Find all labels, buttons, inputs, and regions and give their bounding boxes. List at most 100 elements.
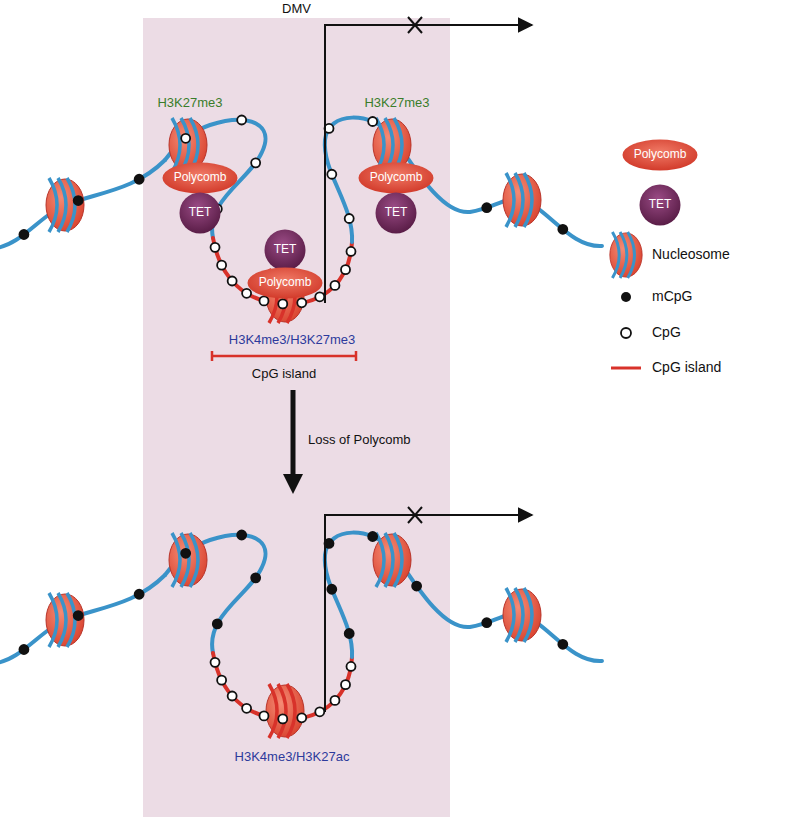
polycomb-ellipse [359, 163, 434, 194]
dna-wrap [181, 533, 189, 587]
histone-mark: H3K4me3/H3K27ac [235, 750, 350, 764]
dna-wrap [58, 178, 66, 232]
dna-wrap [49, 178, 57, 232]
unmethylated-cpg [278, 714, 287, 723]
nucleosome-core [266, 685, 304, 737]
transcription-arrow [325, 25, 532, 303]
methylated-cpg [135, 590, 144, 599]
methylated-cpg [19, 230, 28, 239]
methylated-cpg [135, 175, 144, 184]
histone-mark: H3K27me3 [364, 96, 429, 110]
transition-label: Loss of Polycomb [308, 433, 411, 447]
nucleosome [46, 178, 84, 232]
cpg-island-bracket [212, 351, 356, 361]
dna-wrap [181, 118, 189, 172]
methylated-cpg [345, 629, 354, 638]
unmethylated-cpg [242, 289, 251, 298]
panel-after [0, 531, 602, 738]
methylated-cpg [482, 203, 491, 212]
nucleosome [373, 118, 411, 172]
dna-wrap [515, 588, 523, 642]
methylated-cpg [412, 167, 421, 176]
unmethylated-cpg [181, 134, 190, 143]
dna-strand [0, 575, 165, 663]
unmethylated-cpg [259, 711, 268, 720]
unmethylated-cpg [217, 676, 226, 685]
legend-text: CpG island [652, 360, 721, 375]
legend-line [611, 367, 641, 370]
dna-wrap [394, 118, 402, 172]
blocked-mark [408, 507, 422, 523]
methylated-cpg [482, 618, 491, 627]
unmethylated-cpg [211, 658, 220, 667]
dna-wrap [515, 173, 523, 227]
unmethylated-cpg [327, 170, 336, 179]
dna-wrap [287, 684, 295, 738]
nucleosome [610, 232, 642, 278]
methylated-cpg [558, 225, 567, 234]
tet-circle [640, 185, 681, 226]
unmethylated-cpg [228, 691, 237, 700]
unmethylated-cpg [341, 265, 350, 274]
unmethylated-cpg [228, 276, 237, 285]
polycomb-complex: Polycomb [247, 267, 323, 299]
unmethylated-cpg [213, 204, 222, 213]
dna-wrap [278, 684, 286, 738]
blocked-mark [408, 17, 422, 33]
unmethylated-cpg [217, 261, 226, 270]
nucleosome [266, 269, 304, 323]
tet-circle [180, 193, 221, 234]
polycomb-ellipse [248, 268, 323, 299]
dna-wrap [628, 232, 635, 278]
complex-name: Polycomb [174, 171, 227, 184]
unmethylated-cpg [242, 704, 251, 713]
dna-wrap [269, 684, 277, 738]
nucleosome-core [46, 179, 84, 231]
cpg-island-strand [213, 238, 352, 304]
dna-wrap [506, 173, 514, 227]
dna-wrap [269, 269, 277, 323]
methylated-cpg [327, 585, 336, 594]
complex-name: Polycomb [634, 148, 687, 161]
histone-mark: H3K4me3/H3K27me3 [229, 333, 355, 347]
methylated-cpg [213, 619, 222, 628]
dna-wrap [376, 118, 384, 172]
unmethylated-cpg [259, 296, 268, 305]
unmethylated-cpg [237, 116, 246, 125]
legend-dot [621, 292, 631, 302]
nucleosome [169, 533, 207, 587]
methylated-cpg [412, 582, 421, 591]
unmethylated-cpg [315, 707, 324, 716]
tet-enzyme: TET [264, 229, 306, 271]
legend-dot [621, 328, 631, 338]
unmethylated-cpg [346, 662, 355, 671]
methylated-cpg [74, 611, 83, 620]
dna-strand [392, 550, 602, 661]
region-label: CpG island [252, 367, 316, 381]
tet-circle [265, 230, 306, 271]
methylated-cpg [558, 640, 567, 649]
unmethylated-cpg [330, 281, 339, 290]
polycomb-ellipse [623, 140, 698, 171]
transcription-arrow [325, 515, 532, 712]
dna-wrap [385, 533, 393, 587]
legend-text: mCpG [652, 289, 692, 304]
dna-wrap [394, 533, 402, 587]
nucleosome [503, 173, 541, 227]
histone-mark: H3K27me3 [157, 96, 222, 110]
dna-wrap [190, 118, 198, 172]
nucleosome [503, 588, 541, 642]
dna-wrap [287, 269, 295, 323]
dna-wrap [172, 118, 180, 172]
dna-wrap [190, 533, 198, 587]
tet-enzyme: TET [375, 192, 417, 234]
legend-text: CpG [652, 325, 681, 340]
unmethylated-cpg [345, 214, 354, 223]
dna-wrap [612, 232, 619, 278]
dna-strand [0, 160, 165, 248]
tet-circle [376, 193, 417, 234]
tet-enzyme: TET [639, 184, 681, 226]
unmethylated-cpg [341, 680, 350, 689]
polycomb-complex: Polycomb [358, 162, 434, 194]
methylated-cpg [237, 531, 246, 540]
